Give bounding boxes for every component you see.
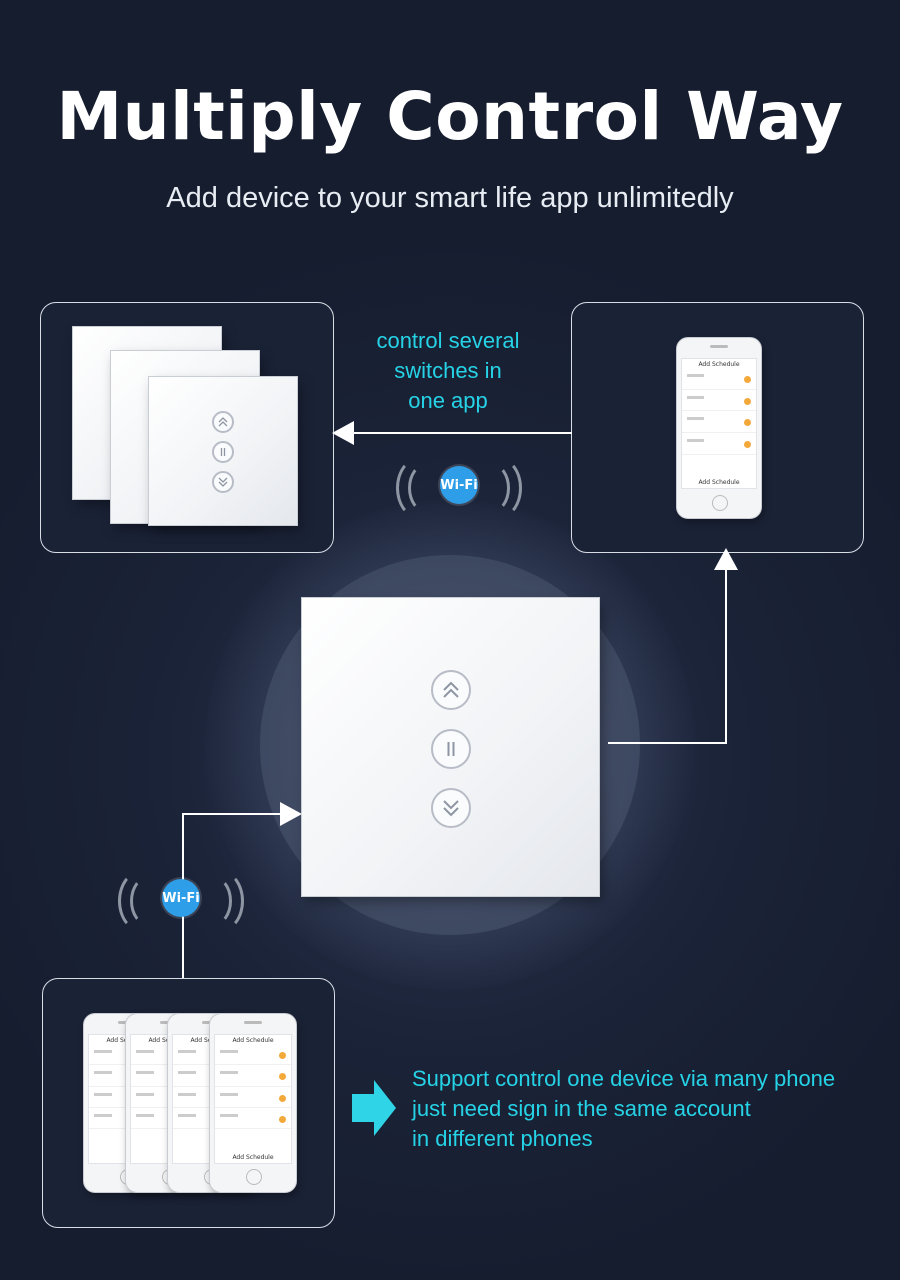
schedule-row (682, 411, 756, 433)
phone-screen-title: Add Schedule (698, 360, 740, 368)
phone-screen: Add Schedule Add Schedule (681, 357, 757, 490)
main-switch (302, 598, 599, 896)
phone-speaker (710, 345, 728, 349)
switch-panel-front (149, 377, 297, 525)
arrow-left-icon (332, 421, 354, 445)
phone-footer-button: Add Schedule (698, 479, 740, 487)
schedule-row (215, 1044, 291, 1066)
connector-top-horizontal (352, 432, 572, 434)
wifi-arc (474, 463, 510, 513)
wifi-signal-top: Wi-Fi (396, 455, 522, 519)
wifi-signal-bottom: Wi-Fi (118, 868, 244, 932)
phone-footer-button: Add Schedule (232, 1153, 274, 1161)
page-subtitle: Add device to your smart life app unlimi… (166, 182, 734, 214)
switch-pause-button (212, 441, 234, 463)
bottom-callout-line-1: Support control one device via many phon… (412, 1066, 836, 1091)
connector-right-horizontal (608, 742, 726, 744)
wifi-icon: Wi-Fi (440, 466, 478, 504)
pause-icon (447, 742, 455, 756)
schedule-row (682, 368, 756, 390)
bottom-callout-line-2: just need sign in the same account (412, 1096, 751, 1121)
schedule-row (682, 433, 756, 455)
chevron-down-icon (218, 477, 228, 487)
wifi-arc (118, 870, 164, 932)
arrow-right-icon (280, 802, 302, 826)
phone: Add Schedule Add Schedule (209, 1013, 297, 1193)
main-switch-up-button (431, 670, 471, 710)
bottom-callout: Support control one device via many phon… (412, 1064, 892, 1154)
switch-up-button (212, 411, 234, 433)
wifi-icon: Wi-Fi (162, 879, 200, 917)
schedule-row (215, 1087, 291, 1108)
chevron-up-icon (443, 681, 459, 698)
chevron-up-icon (218, 417, 228, 427)
main-switch-down-button (431, 788, 471, 828)
top-callout: control several switches in one app (350, 326, 546, 416)
phone-speaker (244, 1021, 262, 1025)
multi-switch-panel (40, 302, 334, 553)
pause-icon (220, 448, 226, 456)
top-callout-line-3: one app (408, 388, 488, 413)
page-title: Multiply Control Way (56, 78, 844, 155)
bottom-callout-line-3: in different phones (412, 1126, 593, 1151)
chevron-down-icon (443, 800, 459, 817)
phone-home-button (712, 494, 728, 511)
phone-screen-title: Add Schedule (232, 1036, 274, 1044)
connector-left-horizontal (182, 813, 282, 815)
schedule-row (215, 1108, 291, 1130)
wifi-arc (198, 870, 244, 932)
switch-down-button (212, 471, 234, 493)
wifi-arc (476, 457, 522, 519)
connector-right-vertical (725, 568, 727, 744)
wifi-arc (130, 876, 166, 926)
phone-screen: Add Schedule Add Schedule (214, 1033, 292, 1164)
main-switch-pause-button (431, 729, 471, 769)
top-callout-line-1: control several (376, 328, 520, 353)
phone: Add Schedule Add Schedule (676, 337, 762, 519)
schedule-row (682, 390, 756, 412)
arrow-up-icon (714, 548, 738, 570)
phone-home-button (246, 1168, 262, 1185)
top-callout-line-2: switches in (394, 358, 502, 383)
schedule-row (215, 1065, 291, 1087)
wifi-arc (408, 463, 444, 513)
wifi-arc (196, 876, 232, 926)
arrow-right-icon (352, 1080, 396, 1136)
single-phone-panel: Add Schedule Add Schedule (571, 302, 864, 553)
multi-phone-panel: Add Schedule Add Schedule Add Schedule A… (42, 978, 335, 1228)
wifi-arc (396, 457, 442, 519)
